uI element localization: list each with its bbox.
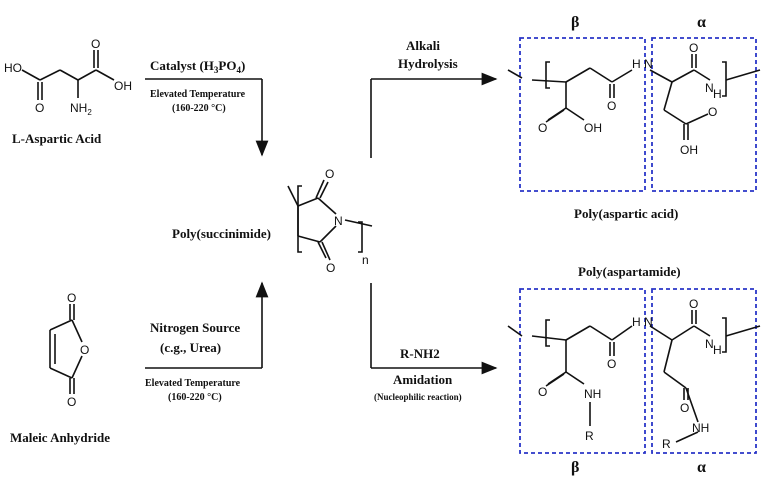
paa-o-beta: O: [538, 121, 547, 135]
bottom-left-temperature: (160-220 °C): [168, 392, 222, 403]
pam-o-beta: O: [538, 385, 547, 399]
pam-h-top: H: [632, 315, 641, 329]
aspartic-o-bottom: O: [35, 101, 44, 115]
bottom-alpha-box: [651, 288, 757, 454]
bottom-beta-box: [519, 288, 646, 454]
paa-h-alpha: H: [713, 87, 722, 101]
top-beta-box: [519, 37, 646, 192]
polysuccinimide-o-bottom: O: [326, 261, 335, 275]
polysuccinimide-name: Poly(succinimide): [172, 226, 271, 241]
aspartic-nh2-label: NH2: [70, 101, 92, 117]
pam-r-alpha: R: [662, 437, 671, 451]
amidation-label: Amidation: [393, 372, 453, 387]
top-beta-symbol: β: [571, 14, 579, 31]
pam-r-beta: R: [585, 429, 594, 443]
aspartic-oh-label: OH: [114, 79, 132, 93]
r-nh2-label: R-NH2: [400, 346, 440, 361]
maleic-o-bottom: O: [67, 395, 76, 409]
top-left-temperature: (160-220 °C): [172, 103, 226, 114]
paa-n-alpha: N: [705, 81, 714, 95]
maleic-o-ring: O: [80, 343, 89, 357]
alkali-label: Alkali: [406, 38, 440, 53]
poly-aspartamide-name: Poly(aspartamide): [578, 264, 681, 279]
aspartic-acid-structure: HO O O OH NH2: [4, 37, 132, 117]
bottom-beta-symbol: β: [571, 459, 579, 476]
pam-n-top: N: [644, 315, 653, 329]
paa-oh-alpha: OH: [680, 143, 698, 157]
catalyst-label: Catalyst (H3PO4): [150, 58, 245, 75]
aspartic-acid-name: L-Aspartic Acid: [12, 131, 102, 146]
pam-nh-alpha-side: NH: [692, 421, 709, 435]
poly-aspartic-acid-name: Poly(aspartic acid): [574, 206, 678, 221]
nitrogen-source-label: Nitrogen Source: [150, 320, 240, 335]
aspartic-ho-label: HO: [4, 61, 22, 75]
polysuccinimide-o-top: O: [325, 167, 334, 181]
maleic-anhydride-name: Maleic Anhydride: [10, 430, 110, 445]
paa-oh-beta: OH: [584, 121, 602, 135]
paa-n-top: N: [644, 57, 653, 71]
pam-h-alpha: H: [713, 343, 722, 357]
bottom-alpha-symbol: α: [697, 459, 706, 476]
polysuccinimide-n: N: [334, 214, 343, 228]
paa-o-mid: O: [607, 99, 616, 113]
top-alpha-box: [651, 37, 757, 192]
pam-o-mid: O: [607, 357, 616, 371]
urea-label: (c.g., Urea): [160, 340, 221, 355]
pam-nh-beta: NH: [584, 387, 601, 401]
paa-o-alpha-bottom: O: [708, 105, 717, 119]
top-left-condition: Elevated Temperature: [150, 89, 246, 100]
pam-n-alpha: N: [705, 337, 714, 351]
poly-aspartamide-structure: O NH R O H N O N H O NH R: [507, 297, 761, 451]
bottom-left-condition: Elevated Temperature: [145, 378, 241, 389]
polysuccinimide-structure: O N O n: [287, 167, 373, 275]
pam-o-alpha-top: O: [689, 297, 698, 311]
aspartic-o-top: O: [91, 37, 100, 51]
paa-h-top: H: [632, 57, 641, 71]
polysuccinimide-sub-n: n: [362, 253, 369, 267]
top-alpha-symbol: α: [697, 14, 706, 31]
paa-o-alpha-top: O: [689, 41, 698, 55]
hydrolysis-label: Hydrolysis: [398, 56, 458, 71]
poly-aspartic-acid-structure: O OH O H N O N H O OH: [507, 41, 761, 157]
nucleophilic-note: (Nucleophilic reaction): [374, 392, 462, 402]
maleic-anhydride-structure: O O O: [49, 291, 89, 409]
pam-o-alpha-bottom: O: [680, 401, 689, 415]
maleic-o-top: O: [67, 291, 76, 305]
